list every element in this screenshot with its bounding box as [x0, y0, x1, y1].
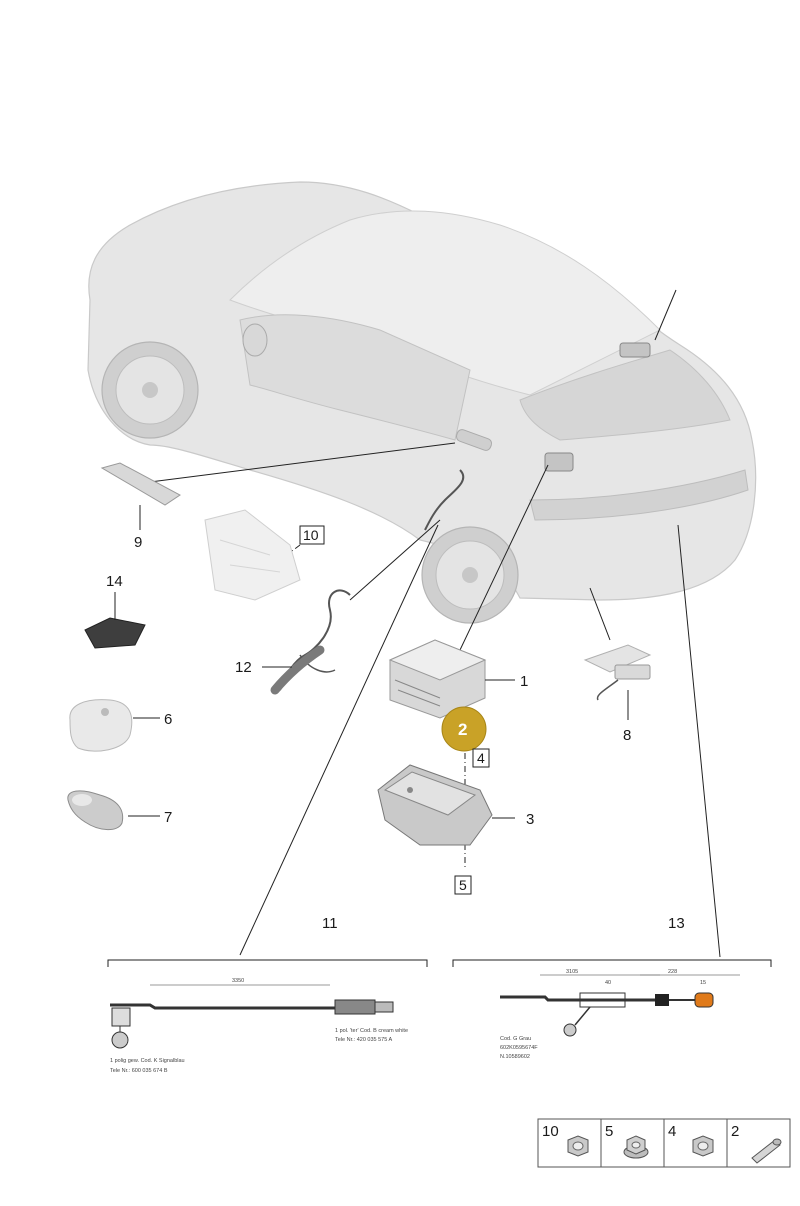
legend-num-4: 4 [668, 1123, 676, 1140]
detail-11-note-right-1: 1 pol. 'ter' Cod. B cream white [335, 1028, 408, 1034]
car-illustration [87, 181, 757, 624]
part-7-key-fob [67, 790, 160, 831]
detail-11-cable-drawing: 3350 1 polig gew. Cod. K Signalblau Tele… [107, 959, 428, 1074]
callout-4: 4 [477, 750, 485, 766]
detail-13-note-1: Cod. G Grau [500, 1036, 531, 1042]
detail-13-dim-d: 15 [700, 980, 706, 986]
hex-nut-icon [692, 1135, 714, 1157]
callout-labels: 1 2 3 6 7 8 9 11 12 13 14 [106, 534, 685, 932]
hardware-legend: 10 5 4 2 [537, 1118, 791, 1168]
part-10-bracket [204, 509, 301, 601]
part-12-cable [262, 589, 351, 695]
stud-bolt-icon [751, 1138, 782, 1164]
detail-11-dimension: 3350 [232, 978, 244, 984]
detail-11-note-right-2: Tele Nr.: 420 035 575 A [335, 1037, 393, 1043]
part-1-control-module [388, 639, 515, 719]
callout-2-highlight [441, 706, 487, 752]
boxed-callouts: 10 4 5 [299, 525, 490, 895]
legend-num-2: 2 [731, 1123, 739, 1140]
callout-6: 6 [164, 711, 172, 728]
callout-12: 12 [235, 659, 252, 676]
callout-13: 13 [668, 915, 685, 932]
legend-num-10: 10 [542, 1123, 559, 1140]
part-3-bracket-tray [377, 764, 515, 846]
legend-num-5: 5 [605, 1123, 613, 1140]
detail-11-note-left-1: 1 polig gew. Cod. K Signalblau [110, 1058, 185, 1064]
callout-9: 9 [134, 534, 142, 551]
callout-5: 5 [459, 877, 467, 893]
part-8-antenna [583, 644, 652, 720]
callout-8: 8 [623, 727, 631, 744]
detail-13-dim-b: 228 [668, 969, 677, 975]
part-9-antenna-strip [100, 462, 181, 530]
callout-14: 14 [106, 573, 123, 590]
flange-nut-icon [623, 1135, 649, 1159]
callout-2: 2 [458, 720, 467, 739]
callout-10: 10 [303, 527, 319, 543]
detail-13-note-2: 602K0595674F [500, 1045, 538, 1051]
detail-11-note-left-2: Tele Nr.: 600 035 674 B [110, 1068, 168, 1074]
callout-7: 7 [164, 809, 172, 826]
detail-13-dim-a: 3105 [566, 969, 578, 975]
callout-1: 1 [520, 673, 528, 690]
detail-13-cable-drawing: 3105 228 40 15 Cod. G Grau 602K0595674F … [452, 959, 772, 1060]
part-6-key-card [69, 699, 160, 752]
part-14-pad [84, 592, 146, 649]
callout-3: 3 [526, 811, 534, 828]
hex-nut-icon [567, 1135, 589, 1157]
detail-13-dim-c: 40 [605, 980, 611, 986]
callout-11: 11 [322, 915, 338, 932]
detail-13-note-3: N.10589602 [500, 1054, 530, 1060]
